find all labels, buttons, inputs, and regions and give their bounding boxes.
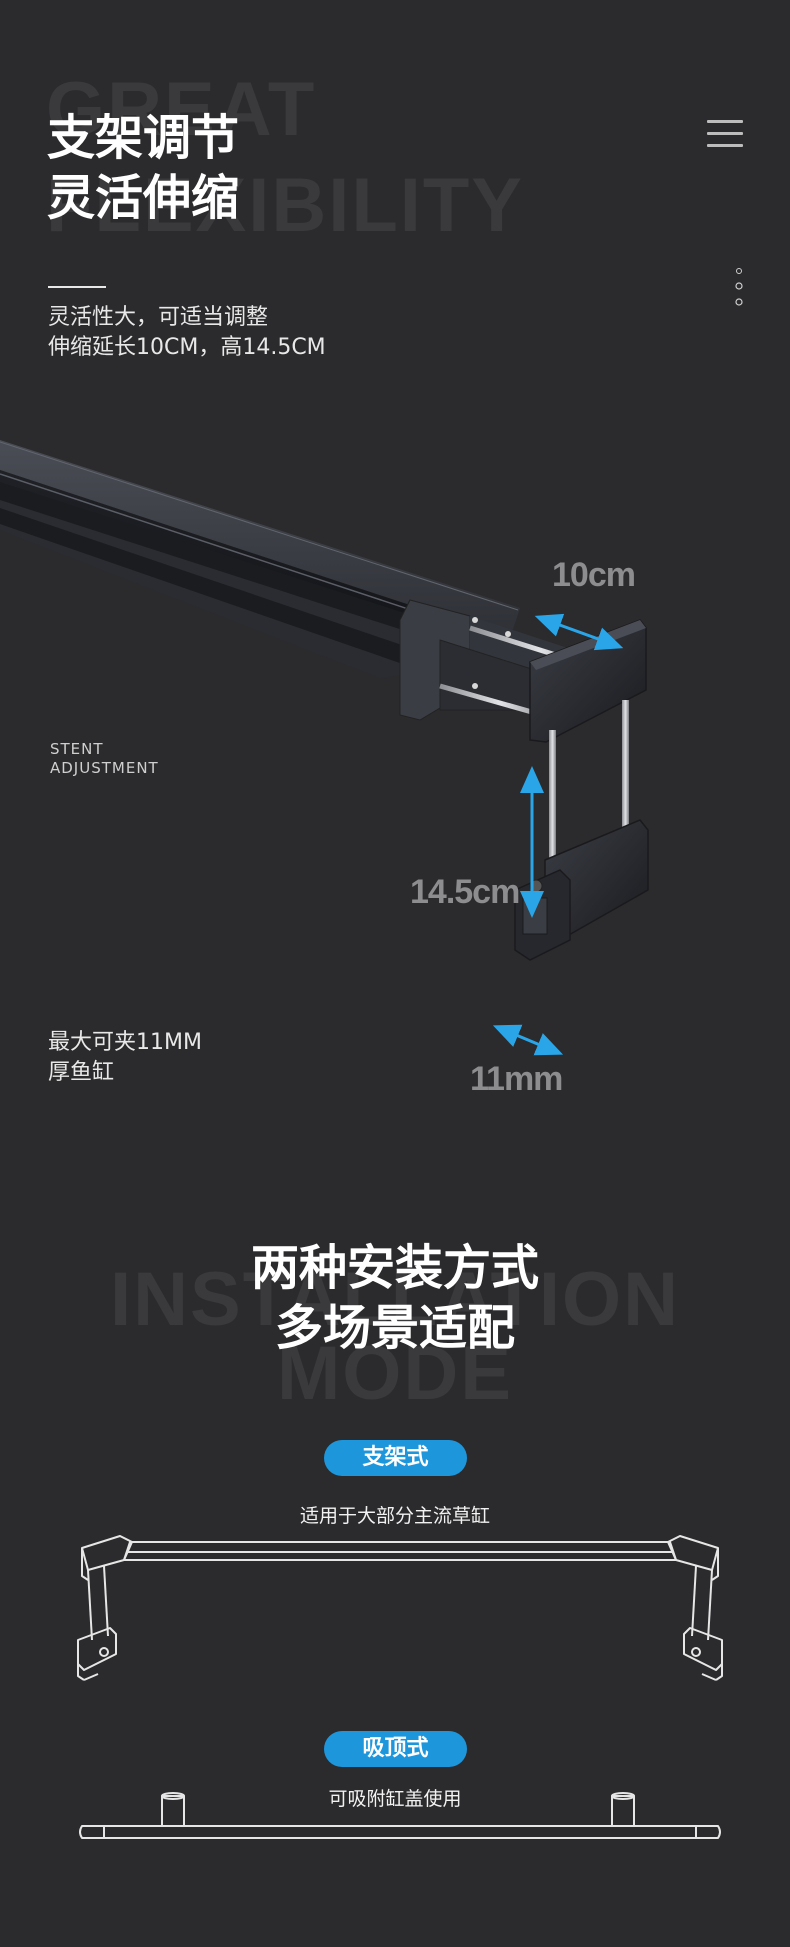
bracket-mount-illustration [77,1535,723,1681]
bg-word-mode: MODE [277,1331,513,1416]
dimension-clamp-label: 11mm [470,1060,563,1098]
mode-ceiling-pill: 吸顶式 [324,1731,467,1767]
product-illustration [0,440,649,1056]
desc-line-1: 灵活性大，可适当调整 [48,305,269,330]
title-line-2: 灵活伸缩 [47,170,240,226]
clamp-desc-line-2: 厚鱼缸 [48,1060,115,1085]
menu-icon[interactable] [707,120,743,148]
dimension-height-label: 14.5cm [410,873,520,911]
mode-ceiling-caption: 可吸附缸盖使用 [328,1788,462,1810]
bg-word-great: GREAT [46,67,317,152]
clamp-desc-line-1: 最大可夹11MM [48,1030,202,1055]
ceiling-mount-illustration [79,1792,721,1839]
section2-title-line-2: 多场景适配 [274,1300,515,1356]
stent-label-line-2: ADJUSTMENT [50,759,159,777]
title-line-1: 支架调节 [47,110,240,166]
dots-icon [735,268,743,306]
desc-line-2: 伸缩延长10CM，高14.5CM [48,335,326,360]
dimension-width-label: 10cm [552,556,636,594]
divider-line [48,286,106,288]
bg-word-flexibility: FLEXIBILITY [46,163,524,248]
mode-bracket-caption: 适用于大部分主流草缸 [299,1505,490,1527]
bg-word-installation: INSTALLATION [110,1257,680,1342]
section2-title-line-1: 两种安装方式 [250,1240,539,1296]
stent-label-line-1: STENT [50,740,104,758]
mode-bracket-pill: 支架式 [324,1440,467,1476]
